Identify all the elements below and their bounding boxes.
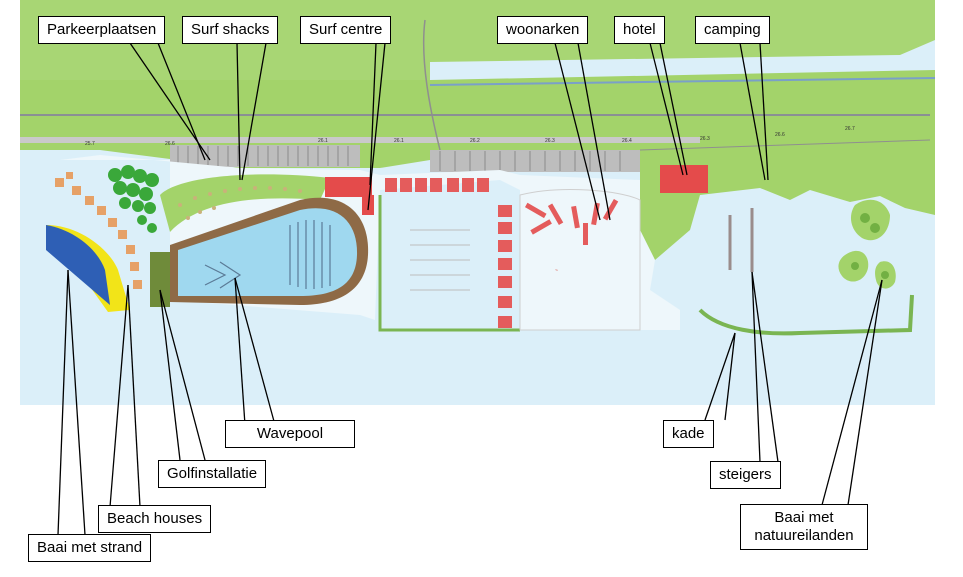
beach-bay-water <box>46 225 110 305</box>
label-golfinstallatie: Golfinstallatie <box>158 460 267 488</box>
elevation-label: 26.3 <box>545 138 555 144</box>
parking-stripes <box>177 146 621 171</box>
leader-lines <box>57 42 883 536</box>
elevation-label: 26.6 <box>775 132 785 138</box>
label-camping: camping <box>695 16 770 44</box>
golf-installation <box>150 252 170 307</box>
map-note: ~ <box>555 268 558 274</box>
steigers <box>728 208 754 272</box>
elevation-label: 25.7 <box>85 141 95 147</box>
label-woonarken: woonarken <box>497 16 589 44</box>
label-baai-met-strand: Baai met strand <box>28 534 152 562</box>
trees <box>108 165 159 233</box>
label-wavepool: Wavepool <box>225 420 355 448</box>
label-steigers: steigers <box>710 461 781 489</box>
label-surf-centre: Surf centre <box>300 16 392 44</box>
elevation-label: 26.7 <box>845 126 855 132</box>
elevation-label: 26.1 <box>318 138 328 144</box>
surf-shacks-area <box>160 174 330 232</box>
surf-centre-building <box>325 177 372 197</box>
surf-shacks <box>178 186 302 220</box>
label-surf-shacks: Surf shacks <box>182 16 279 44</box>
kade-quay <box>698 294 914 336</box>
woonarken-basin <box>519 189 641 331</box>
harbour-quay <box>378 195 520 332</box>
label-hotel: hotel <box>614 16 665 44</box>
label-kade: kade <box>663 420 714 448</box>
road-ne <box>429 77 936 86</box>
elevation-label: 26.4 <box>622 138 632 144</box>
elevation-label: 26.2 <box>470 138 480 144</box>
label-beach-houses: Beach houses <box>98 505 212 533</box>
elevation-label: 26.3 <box>700 136 710 142</box>
elevation-label: 26.6 <box>165 141 175 147</box>
road-ne-3 <box>639 139 931 151</box>
harbour-buildings <box>385 178 512 328</box>
label-parkeerplaatsen: Parkeerplaatsen <box>38 16 166 44</box>
beach-houses <box>55 172 142 289</box>
road-ne-2 <box>422 19 441 151</box>
label-baai-met-natuureilanden: Baai met natuureilanden <box>740 504 868 550</box>
parking-area <box>430 150 640 172</box>
harbour-jetties <box>410 229 470 291</box>
wavepool-lanes <box>204 220 331 289</box>
island-trees <box>851 213 889 279</box>
woonarken-boats <box>524 198 619 245</box>
elevation-label: 26.1 <box>394 138 404 144</box>
hotel-building <box>660 165 708 193</box>
